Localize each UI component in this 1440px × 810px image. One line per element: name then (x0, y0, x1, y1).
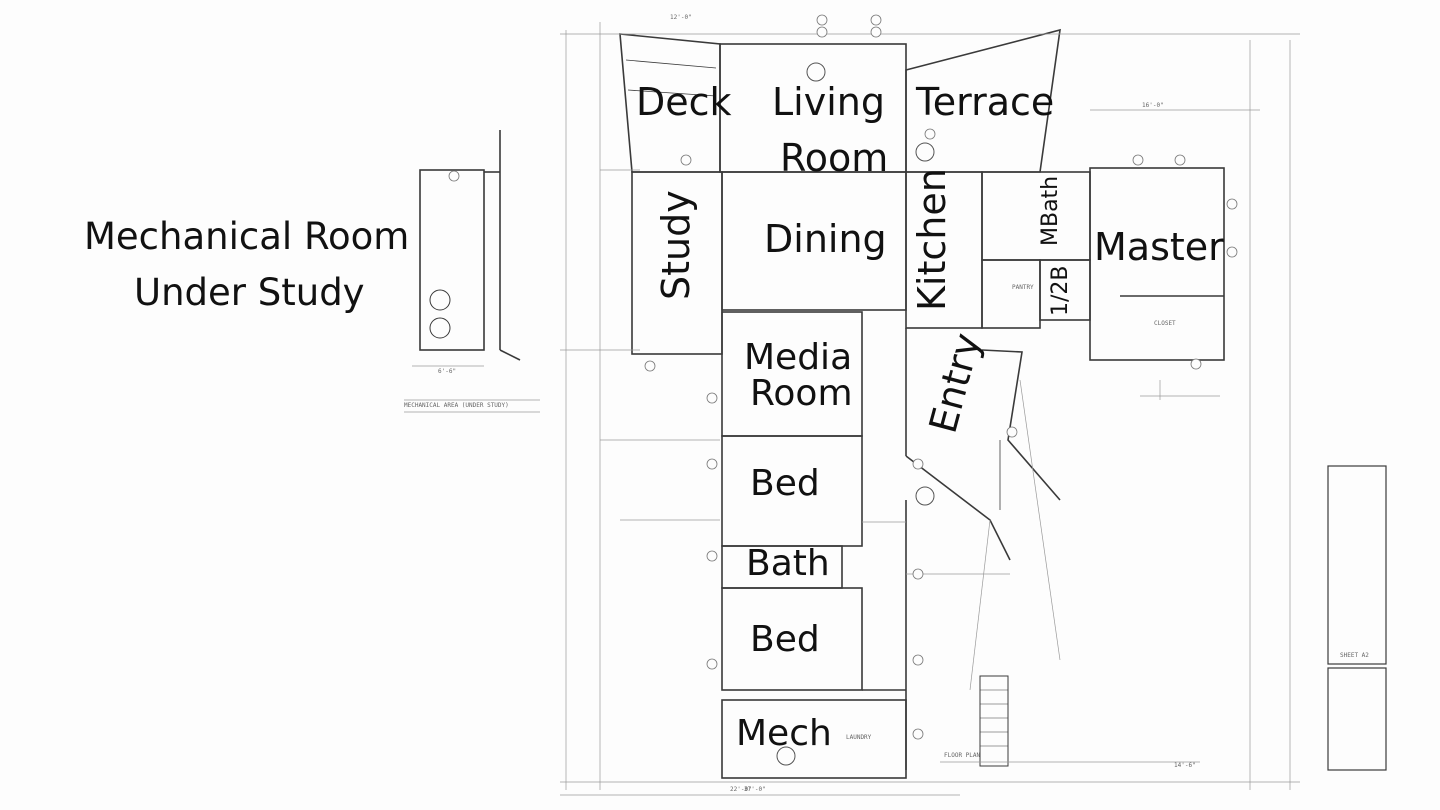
master-outline (1089, 167, 1225, 361)
terrace-label: Terrace (916, 80, 1055, 124)
mech-label: Mech (736, 713, 832, 754)
outside-stairs (979, 675, 1009, 767)
bed-2-label: Bed (750, 619, 820, 660)
title-block (1327, 465, 1387, 665)
deck-label: Deck (636, 80, 732, 124)
mech-outline (721, 699, 907, 779)
bed-1-label: Bed (750, 463, 820, 504)
closet-caption: CLOSET (1154, 320, 1176, 327)
kitchen-label: Kitchen (910, 168, 954, 311)
dimension-37: 37'-0" (744, 786, 766, 793)
bed-2-outline (721, 587, 863, 691)
dining-label: Dining (764, 217, 887, 261)
dimension-6: 6'-6" (438, 368, 457, 375)
living-label-line1: Living (772, 80, 885, 124)
mbath-outline (981, 171, 1091, 261)
laundry-caption: LAUNDRY (846, 734, 872, 741)
mechanical-room-label-line2: Under Study (134, 271, 365, 314)
bath-label: Bath (746, 543, 830, 584)
mechanical-area-outline (419, 169, 485, 351)
dimension-22: 22'-0" (730, 786, 752, 793)
dimension-14: 14'-6" (1174, 762, 1196, 769)
sheet-number: SHEET A2 (1340, 652, 1369, 659)
media-room-label-line1: Media (744, 337, 853, 378)
living-label-line2: Room (780, 136, 889, 180)
mechanical-room-label-line1: Mechanical Room (84, 215, 410, 258)
entry-walls (981, 349, 1061, 501)
media-room-label-line2: Room (750, 373, 853, 414)
mbath-label: MBath (1038, 175, 1063, 246)
dimension-12: 12'-0" (670, 14, 692, 21)
study-label: Study (654, 190, 698, 300)
dimension-16: 16'-0" (1142, 102, 1164, 109)
master-label: Master (1094, 225, 1224, 269)
half-bath-label: 1/2B (1048, 265, 1073, 317)
mechanical-area-caption: MECHANICAL AREA (UNDER STUDY) (404, 402, 509, 409)
pantry-caption: PANTRY (1012, 284, 1034, 291)
floor-plan-caption: FLOOR PLAN (944, 752, 981, 759)
